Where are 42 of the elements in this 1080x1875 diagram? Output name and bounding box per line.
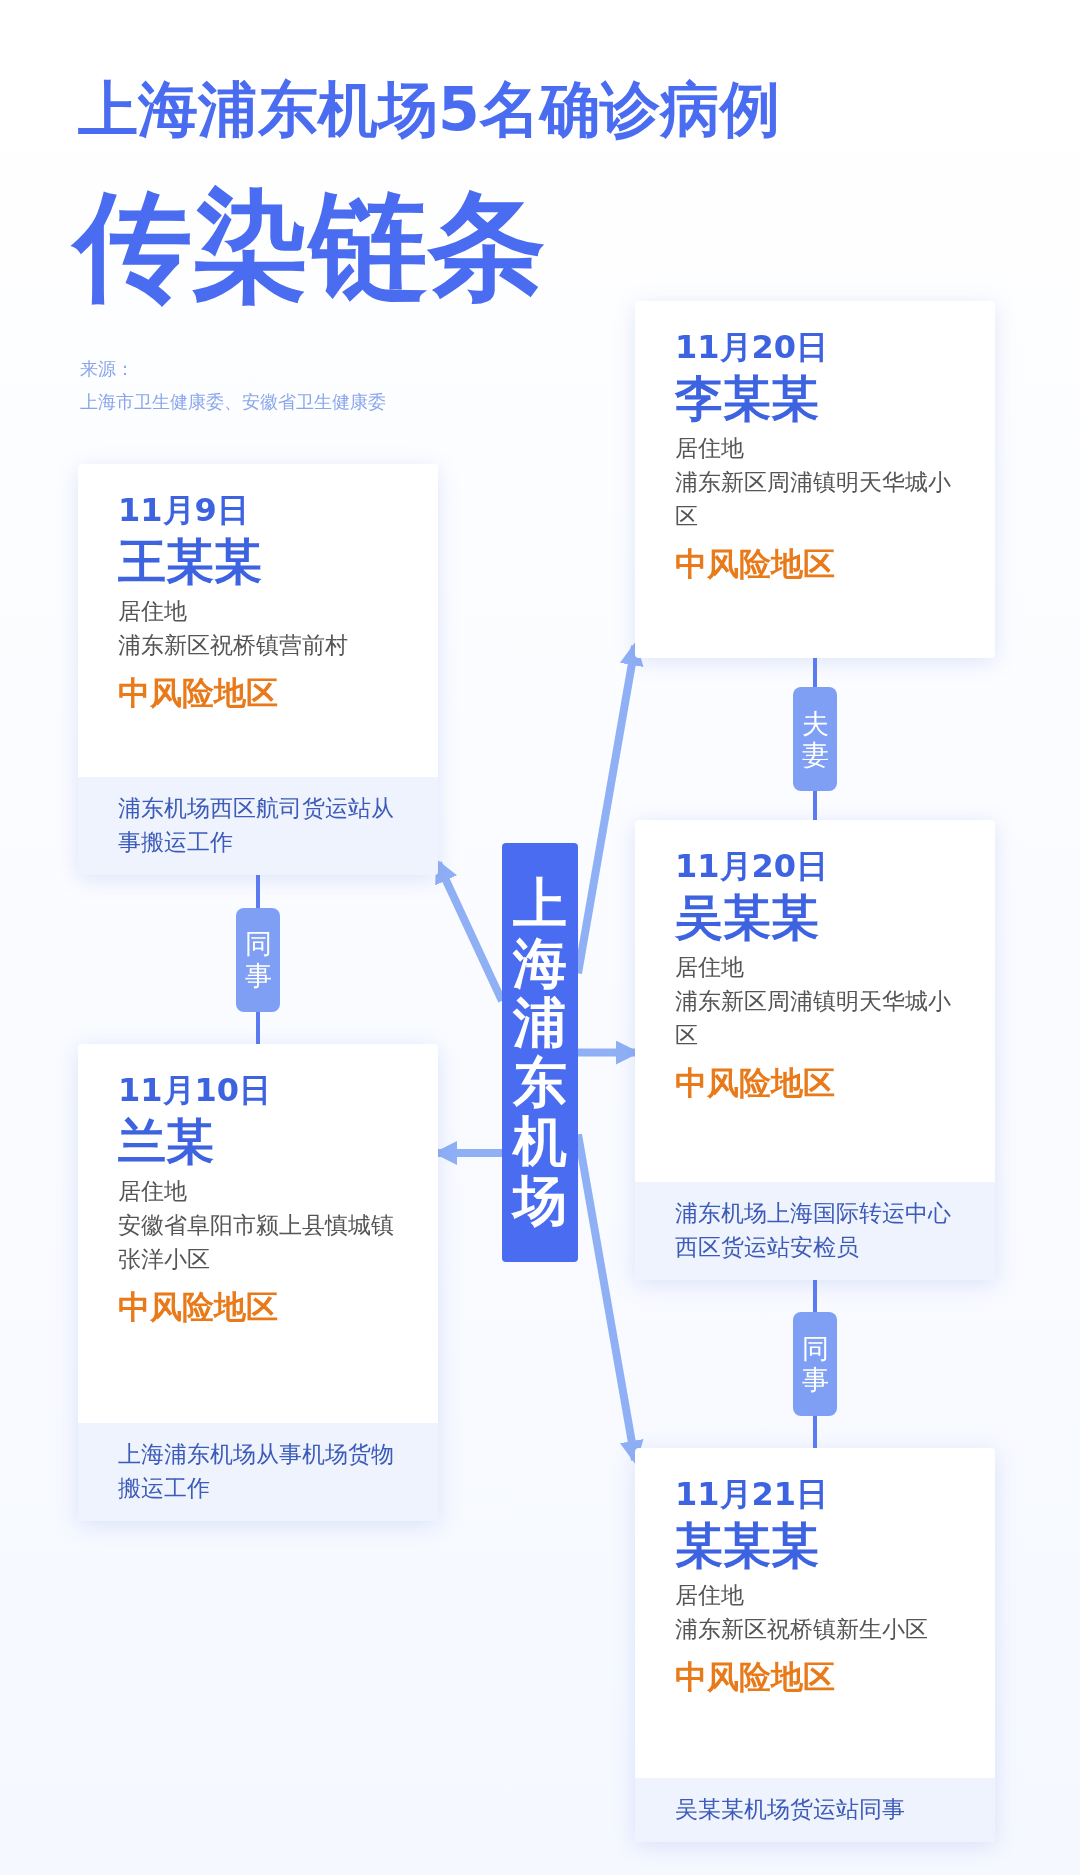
residence-label: 居住地 bbox=[674, 953, 745, 982]
date-text: 11月20日 bbox=[674, 846, 830, 886]
address-text: 浦东新区周浦镇明天华城小区 bbox=[674, 468, 952, 531]
address-text: 浦东新区祝桥镇营前村 bbox=[117, 631, 349, 660]
patient-name: 李某某 bbox=[674, 369, 820, 428]
risk-level-text: 中风险地区 bbox=[117, 1287, 279, 1328]
hub-box bbox=[502, 843, 578, 1262]
risk-level-text: 中风险地区 bbox=[674, 1063, 836, 1104]
residence-label: 居住地 bbox=[117, 1177, 188, 1206]
edge-label: 同事 bbox=[236, 907, 280, 1012]
residence-label: 居住地 bbox=[674, 1581, 745, 1610]
patient-name: 兰某 bbox=[117, 1112, 215, 1171]
address-text: 安徽省阜阳市颍上县慎城镇张洋小区 bbox=[117, 1211, 395, 1274]
date-text: 11月21日 bbox=[674, 1474, 830, 1514]
patient-name: 某某某 bbox=[674, 1516, 820, 1575]
source-text: 上海市卫生健康委、安徽省卫生健康委 bbox=[80, 390, 386, 414]
risk-level-text: 中风险地区 bbox=[674, 1657, 836, 1698]
hub-label: 上海浦东机场 bbox=[513, 874, 567, 1231]
case-card bbox=[635, 1448, 995, 1842]
edge-label: 同事 bbox=[793, 1312, 837, 1416]
case-card bbox=[78, 1044, 438, 1521]
address-text: 浦东新区祝桥镇新生小区 bbox=[674, 1615, 929, 1644]
workplace-text: 浦东机场西区航司货运站从事搬运工作 bbox=[78, 777, 438, 875]
workplace-text: 吴某某机场货运站同事 bbox=[635, 1778, 995, 1842]
risk-level-text: 中风险地区 bbox=[117, 673, 279, 714]
patient-name: 王某某 bbox=[117, 532, 263, 591]
title: 上海浦东机场5名确诊病例 bbox=[78, 73, 780, 146]
date-text: 11月10日 bbox=[117, 1070, 273, 1110]
case-card bbox=[78, 464, 438, 875]
patient-name: 吴某某 bbox=[674, 888, 820, 947]
case-card bbox=[635, 820, 995, 1280]
risk-level-text: 中风险地区 bbox=[674, 544, 836, 585]
date-text: 11月9日 bbox=[117, 490, 250, 530]
workplace-text: 浦东机场上海国际转运中心西区货运站安检员 bbox=[635, 1182, 995, 1280]
workplace-text: 上海浦东机场从事机场货物搬运工作 bbox=[78, 1423, 438, 1521]
source-label: 来源： bbox=[80, 357, 134, 381]
case-card bbox=[635, 301, 995, 658]
date-text: 11月20日 bbox=[674, 327, 830, 367]
address-text: 浦东新区周浦镇明天华城小区 bbox=[674, 987, 952, 1050]
residence-label: 居住地 bbox=[674, 434, 745, 463]
edge-label: 夫妻 bbox=[793, 687, 837, 791]
residence-label: 居住地 bbox=[117, 597, 188, 626]
